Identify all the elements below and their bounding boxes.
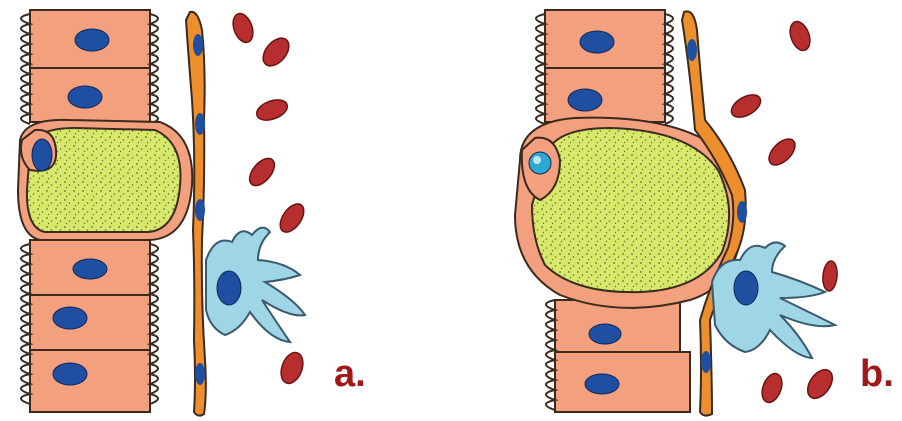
red-blood-cell <box>254 96 290 124</box>
red-blood-cell <box>229 11 256 45</box>
red-blood-cell <box>803 365 838 403</box>
red-blood-cell <box>258 33 294 70</box>
nucleus <box>73 259 107 279</box>
nucleus <box>217 271 241 305</box>
panel-b: b. <box>515 10 894 416</box>
endothelial-nucleus <box>195 113 205 135</box>
nucleus <box>589 324 621 344</box>
macrophage-a <box>206 228 305 342</box>
red-blood-cell <box>275 200 308 237</box>
nucleus <box>75 29 109 51</box>
panel-label-a: a. <box>334 353 366 395</box>
red-blood-cell <box>822 260 839 291</box>
microvilli-right-b <box>665 14 673 124</box>
endothelial-nucleus <box>195 363 205 385</box>
nucleus <box>68 86 102 108</box>
epithelial-cell <box>30 350 150 412</box>
panel-label-b: b. <box>860 353 894 395</box>
nucleus <box>53 363 87 385</box>
red-blood-cell <box>786 19 813 53</box>
red-blood-cell <box>245 154 279 190</box>
nucleus <box>529 152 551 174</box>
red-blood-cell <box>764 134 799 169</box>
nucleus <box>53 307 87 329</box>
macrophage-b <box>712 242 835 358</box>
nucleus <box>568 89 602 111</box>
nucleus <box>32 139 52 171</box>
red-blood-cell <box>728 90 765 122</box>
epithelial-cell <box>545 68 665 122</box>
panel-a: a. <box>18 10 366 416</box>
nucleus <box>580 31 614 53</box>
red-blood-cell <box>758 371 785 405</box>
lipid-laden-cell-a <box>18 120 192 240</box>
capillary-wall-a <box>186 12 206 416</box>
red-blood-cell <box>277 350 307 387</box>
endothelial-nucleus <box>701 351 711 373</box>
endothelial-nucleus <box>737 201 747 223</box>
endothelial-nucleus <box>195 199 205 221</box>
endothelial-nucleus <box>193 34 203 56</box>
nucleus <box>585 374 619 394</box>
epithelial-cell <box>555 352 690 412</box>
epithelial-cell <box>30 295 150 350</box>
nucleus <box>734 271 758 305</box>
endothelial-nucleus <box>687 39 697 61</box>
